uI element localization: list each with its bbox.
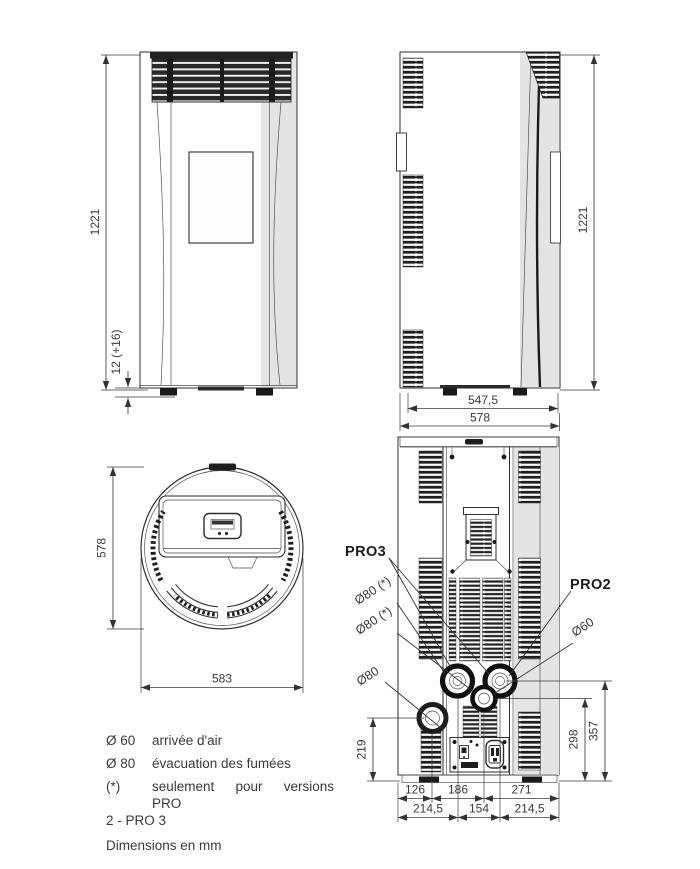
rear-center-vent-col4 bbox=[504, 577, 512, 662]
legend: Ø 60 arrivée d'air Ø 80 évacuation des f… bbox=[106, 732, 346, 854]
rear-center-vent-col1 bbox=[448, 577, 457, 662]
dim-rear-vertical: 219 298 357 bbox=[355, 680, 612, 782]
label-pro2: PRO2 bbox=[570, 577, 611, 593]
rear-right-grille-bottom bbox=[518, 711, 541, 771]
front-door-window bbox=[188, 151, 254, 244]
side-top-grille bbox=[525, 51, 560, 99]
rear-center-vent-col3 bbox=[482, 577, 504, 662]
legend-d80-text: évacuation des fumées bbox=[152, 756, 291, 771]
front-view bbox=[139, 51, 298, 396]
legend-star-symbol: (*) bbox=[106, 779, 121, 794]
dim-126: 126 bbox=[405, 783, 425, 797]
dim-219: 219 bbox=[355, 739, 369, 759]
side-foot-back bbox=[513, 388, 527, 396]
rear-leader-lines bbox=[384, 557, 574, 729]
top-rear-tab bbox=[209, 463, 236, 471]
rear-foot-left bbox=[419, 776, 439, 783]
dim-side-depth-outer-value: 578 bbox=[470, 411, 490, 425]
rear-lower-vent-left bbox=[462, 705, 480, 738]
label-pro3: PRO3 bbox=[345, 544, 386, 560]
top-vent-arc-left bbox=[150, 510, 166, 582]
legend-d60-symbol: Ø 60 bbox=[106, 733, 136, 748]
flue-port-left-d80 bbox=[439, 663, 476, 699]
rear-right-grille-middle bbox=[518, 557, 541, 660]
top-control-display bbox=[203, 512, 242, 540]
dim-top-width-value: 583 bbox=[212, 672, 232, 686]
dim-186: 186 bbox=[448, 783, 468, 797]
top-view bbox=[140, 463, 304, 630]
rear-right-grille-top bbox=[518, 450, 541, 504]
dim-top-depth-value: 578 bbox=[95, 538, 109, 558]
dim-298: 298 bbox=[567, 729, 581, 749]
side-foot-front bbox=[443, 388, 457, 396]
dim-214-5-right: 214,5 bbox=[514, 802, 544, 816]
dim-rear-bottom: 126 186 271 214,5 154 214,5 bbox=[397, 697, 560, 822]
dim-front-foot: 12 (+16) bbox=[109, 329, 175, 414]
rear-electrical-panel bbox=[449, 737, 510, 773]
legend-row-d80: Ø 80 évacuation des fumées bbox=[106, 755, 346, 772]
front-top-plate bbox=[150, 52, 293, 59]
dim-top-width: 583 bbox=[140, 558, 304, 693]
dim-214-5-left: 214,5 bbox=[413, 802, 443, 816]
legend-d60-text: arrivée d'air bbox=[152, 733, 223, 748]
top-vent-arc-bottom bbox=[173, 593, 271, 618]
legend-star-line1: seulement pour versions PRO bbox=[152, 779, 334, 811]
rear-view bbox=[397, 436, 560, 783]
dim-front-height-value: 1221 bbox=[88, 208, 102, 235]
dim-357: 357 bbox=[587, 721, 601, 741]
label-d80-star-b: Ø80 (*) bbox=[353, 604, 394, 638]
dim-side-depth: 547,5 578 bbox=[399, 393, 560, 431]
label-d80-star-a: Ø80 (*) bbox=[352, 574, 393, 608]
dim-side-height: 1221 bbox=[560, 54, 600, 391]
side-vent-bottom bbox=[402, 329, 424, 388]
side-vent-top bbox=[402, 57, 424, 109]
dim-side-height-value: 1221 bbox=[576, 206, 590, 233]
rear-top-handle bbox=[465, 439, 483, 445]
dim-top-depth: 578 bbox=[95, 466, 144, 630]
legend-star-line2: 2 - PRO 3 bbox=[106, 813, 167, 828]
top-lid-handle bbox=[227, 556, 258, 569]
dim-front-foot-value: 12 (+16) bbox=[109, 329, 123, 374]
top-vent-arc-right bbox=[278, 510, 294, 582]
label-d60: Ø60 bbox=[569, 615, 596, 640]
front-foot-left bbox=[160, 388, 177, 396]
legend-row-star: (*) seulement pour versions PRO bbox=[106, 778, 346, 812]
dim-side-depth-inner-value: 547,5 bbox=[468, 393, 498, 407]
dim-front-height: 1221 bbox=[88, 54, 148, 391]
side-vent-middle bbox=[402, 174, 424, 268]
legend-row-d60: Ø 60 arrivée d'air bbox=[106, 732, 346, 749]
side-rear-panel bbox=[550, 151, 561, 244]
dim-154: 154 bbox=[469, 802, 489, 816]
side-view bbox=[396, 51, 561, 396]
rear-left-grille-middle bbox=[418, 557, 443, 660]
dim-271: 271 bbox=[511, 783, 531, 797]
front-side-panel-shade bbox=[261, 53, 297, 387]
rear-center-vent-col2 bbox=[459, 577, 481, 662]
legend-units: Dimensions en mm bbox=[106, 838, 222, 853]
rear-foot-right bbox=[522, 776, 542, 783]
front-foot-right bbox=[256, 388, 273, 396]
legend-d80-symbol: Ø 80 bbox=[106, 756, 136, 771]
side-handle bbox=[396, 132, 407, 172]
rear-auger-tower bbox=[465, 514, 497, 561]
air-port-d60 bbox=[470, 684, 498, 713]
rear-left-grille-top bbox=[418, 450, 443, 504]
label-d80: Ø80 bbox=[354, 664, 381, 689]
